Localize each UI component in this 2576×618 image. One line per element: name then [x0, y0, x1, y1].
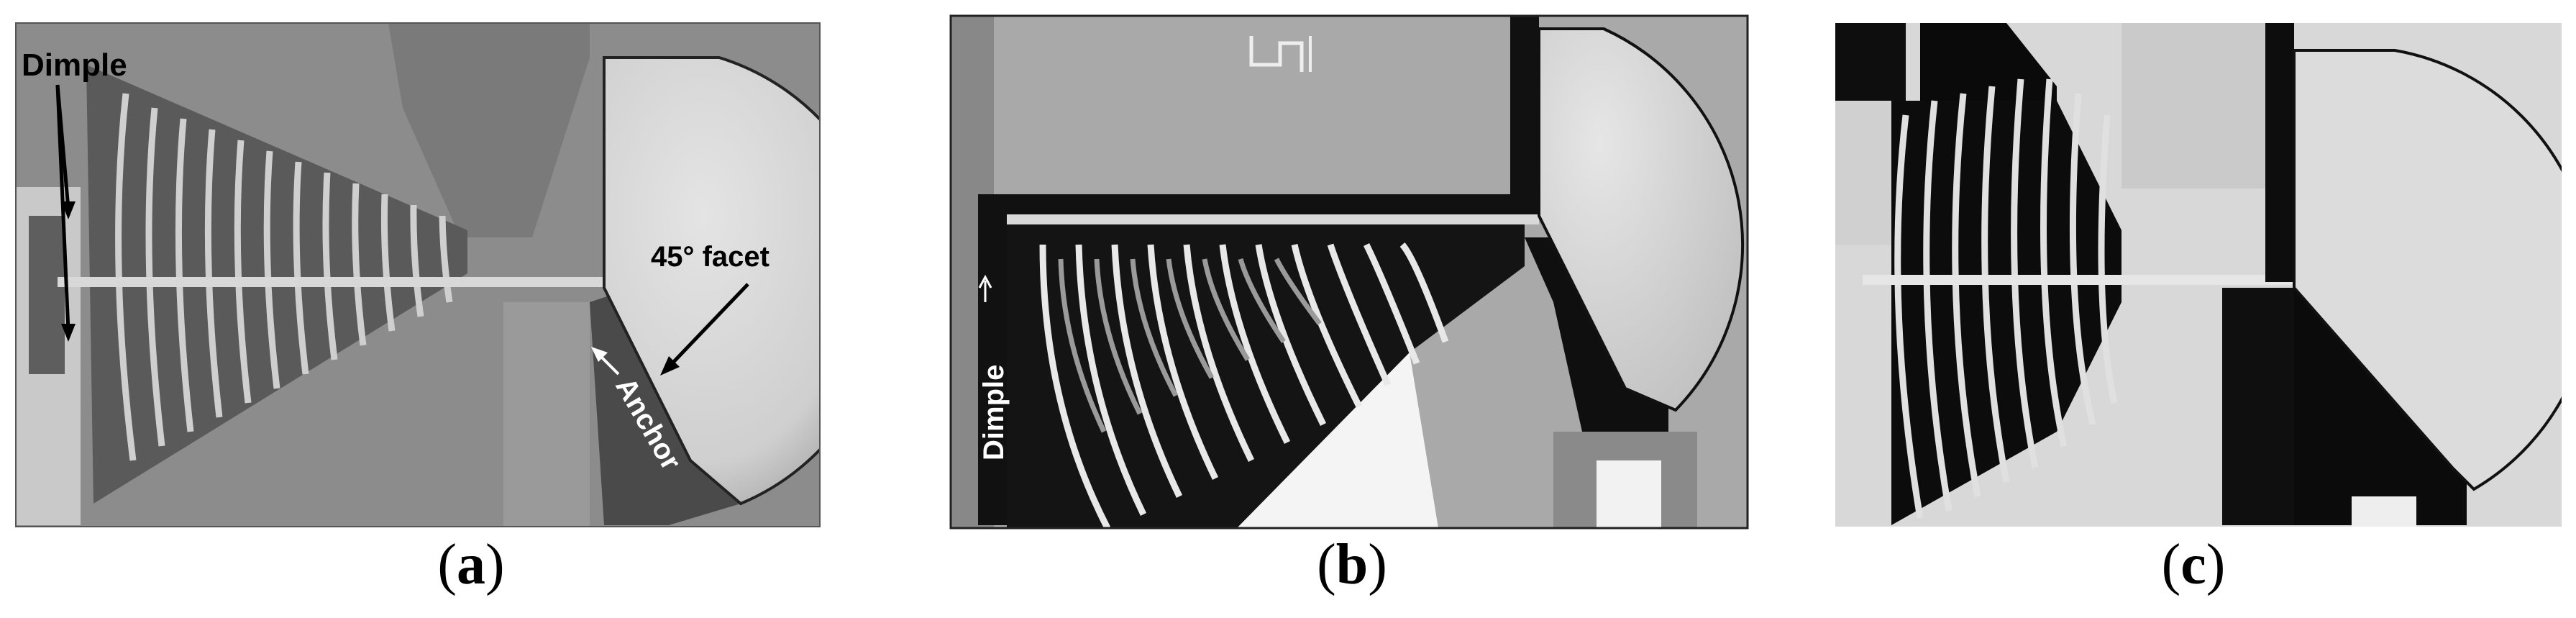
- caption-c: (c): [2161, 533, 2226, 596]
- panel-b: Dimple (b): [935, 0, 1769, 618]
- panel-b-image: Dimple: [949, 14, 1749, 530]
- dimple-label-b: Dimple: [978, 365, 1010, 460]
- panel-c-image: [1835, 23, 2562, 527]
- facet-label: 45° facet: [651, 241, 769, 273]
- caption-b: (b): [1317, 533, 1387, 596]
- caption-a: (a): [437, 533, 505, 596]
- dimple-label-a: Dimple: [22, 47, 127, 83]
- panel-a-image: Dimple 45° facet Anchor: [15, 22, 821, 527]
- panel-c: (c): [1819, 0, 2576, 618]
- panel-a: Dimple 45° facet Anchor (a): [0, 0, 849, 618]
